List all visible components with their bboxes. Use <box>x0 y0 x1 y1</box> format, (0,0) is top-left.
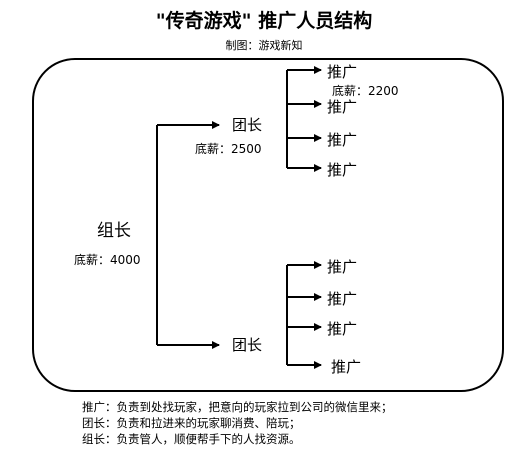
team-2-promoter-2-label: 推广 <box>327 290 358 308</box>
team-1-label: 团长 <box>232 116 263 134</box>
note-team-lead: 团长：负责和拉进来的玩家聊消费、陪玩； <box>82 416 301 430</box>
role-notes: 推广：负责到处找玩家，把意向的玩家拉到公司的微信里来； 团长：负责和拉进来的玩家… <box>82 399 393 447</box>
note-group-lead: 组长：负责管人，顺便帮手下的人找资源。 <box>82 432 301 446</box>
team-1-promoter-2-label: 推广 <box>327 98 358 116</box>
team-1-promoter-1-salary: 底薪：2200 <box>332 84 399 98</box>
note-promoter: 推广：负责到处找玩家，把意向的玩家拉到公司的微信里来； <box>82 400 393 414</box>
team-2-promoter-4-label: 推广 <box>331 358 362 376</box>
chart-title: "传奇游戏" 推广人员结构 <box>155 10 373 32</box>
leader-label: 组长 <box>97 221 131 241</box>
team-1-salary: 底薪：2500 <box>195 142 262 156</box>
team-2-promoter-3-label: 推广 <box>327 320 358 338</box>
frame-border <box>32 58 504 392</box>
team-2-label: 团长 <box>232 336 263 354</box>
team-1-promoter-1-label: 推广 <box>327 63 358 81</box>
leader-salary: 底薪：4000 <box>74 253 141 267</box>
team-1-promoter-4-label: 推广 <box>327 161 358 179</box>
team-2-promoter-1-label: 推广 <box>327 258 358 276</box>
chart-credit: 制图：游戏新知 <box>225 39 303 52</box>
team-1-promoter-3-label: 推广 <box>327 131 358 149</box>
